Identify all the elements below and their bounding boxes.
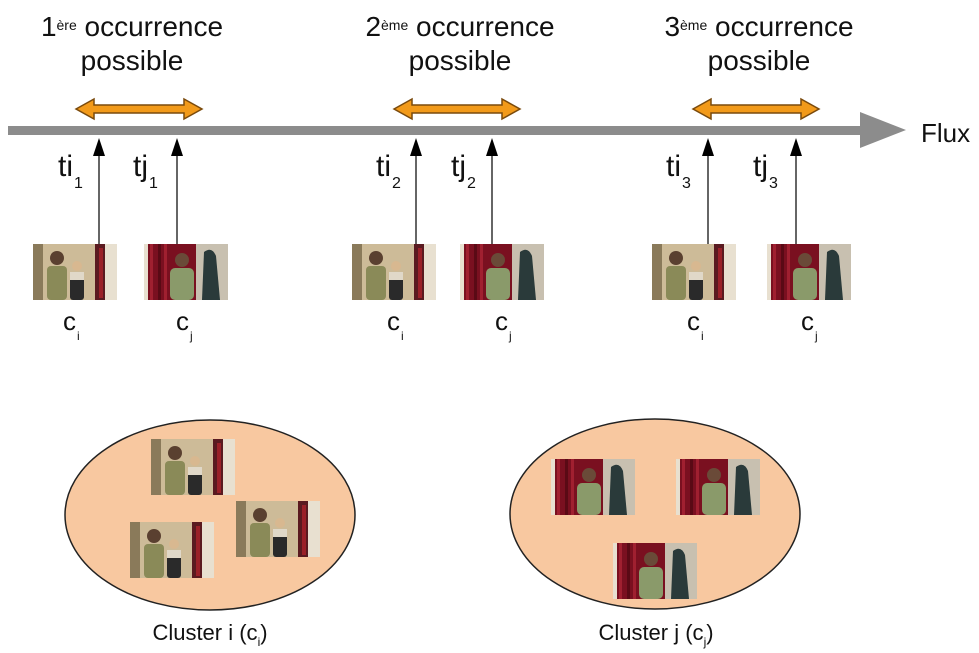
occurrence-ordinal: ère: [56, 17, 77, 33]
cluster-j-frame-1: [551, 459, 635, 515]
tj-label-1: tj1: [133, 150, 158, 193]
frame-cj-2: [460, 244, 544, 300]
cluster-i-frame-2: [236, 501, 320, 557]
cj-label-1: cj: [176, 306, 193, 343]
possible-word: possible: [80, 45, 184, 76]
arrow-ti-1: [93, 138, 105, 244]
frame-cj-3: [767, 244, 851, 300]
frame-cj-1: [144, 244, 228, 300]
ti-label-1: ti1: [58, 150, 83, 193]
ci-label-3: ci: [687, 306, 704, 343]
timeline-arrowhead: [860, 112, 906, 148]
frame-ci-1: [33, 244, 117, 300]
occurrence-number: 2: [365, 11, 382, 42]
ti-label-3: ti3: [666, 150, 691, 193]
occurrence-ordinal: ème: [381, 17, 409, 33]
frame-ci-2: [352, 244, 436, 300]
flux-label: Flux: [921, 118, 971, 148]
occurrence-title-2: 2ème occurrence possible: [330, 10, 590, 78]
occurrence-number: 3: [664, 11, 681, 42]
cluster-j-frame-3: [613, 543, 697, 599]
occurrence-number: 1: [40, 11, 57, 42]
frame-ci-3: [652, 244, 736, 300]
arrow-tj-2: [486, 138, 498, 244]
occurrence-word: occurrence: [715, 11, 854, 42]
tj-label-2: tj2: [451, 150, 476, 193]
cj-label-3: cj: [801, 306, 818, 343]
possible-word: possible: [707, 45, 811, 76]
double-arrow-1: [74, 97, 204, 121]
occurrence-word: occurrence: [416, 11, 555, 42]
ci-label-2: ci: [387, 306, 404, 343]
arrow-tj-1: [171, 138, 183, 244]
cluster-j-label: Cluster j (cj): [598, 620, 714, 649]
arrow-tj-3: [790, 138, 802, 244]
occurrence-word: occurrence: [84, 11, 224, 42]
cluster-i-frame-1: [151, 439, 235, 495]
double-arrow-2: [392, 97, 522, 121]
double-arrow-3: [691, 97, 821, 121]
timeline-line: [8, 126, 868, 135]
cluster-j-frame-2: [676, 459, 760, 515]
possible-word: possible: [408, 45, 512, 76]
occurrence-title-3: 3ème occurrence possible: [629, 10, 889, 78]
cluster-i-label: Cluster i (ci): [152, 620, 268, 649]
arrow-ti-3: [702, 138, 714, 244]
ti-label-2: ti2: [376, 150, 401, 193]
cluster-i-frame-3: [130, 522, 214, 578]
cj-label-2: cj: [495, 306, 512, 343]
occurrence-title-1: 1ère occurrence possible: [2, 10, 262, 78]
occurrence-ordinal: ème: [680, 17, 708, 33]
ci-label-1: ci: [63, 306, 80, 343]
arrow-ti-2: [410, 138, 422, 244]
tj-label-3: tj3: [753, 150, 778, 193]
